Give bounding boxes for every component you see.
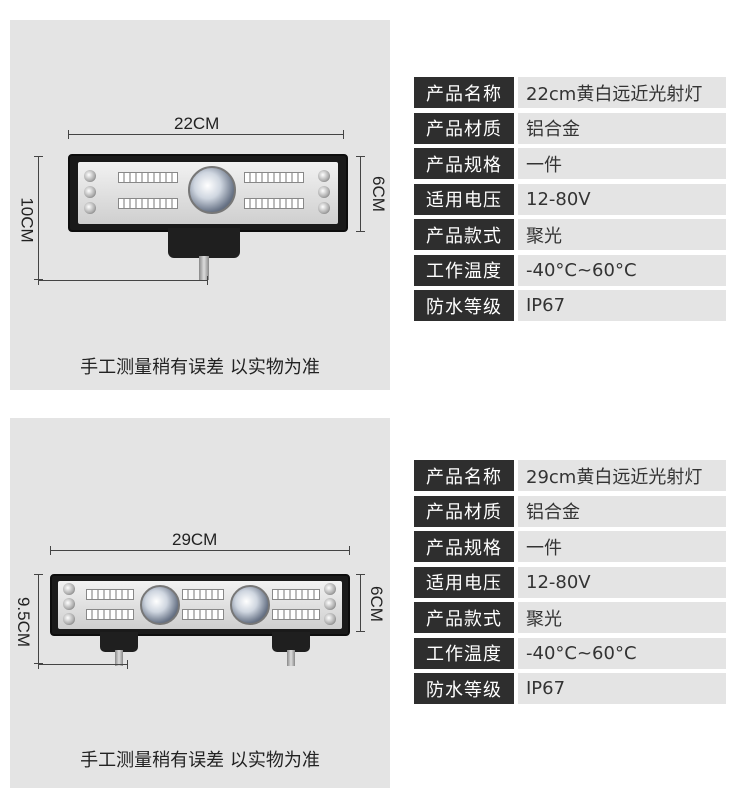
work-light-22cm (68, 154, 348, 232)
height-left-dimension-line (34, 156, 43, 280)
light-face (58, 581, 342, 629)
led-strip (118, 172, 178, 183)
led-strip (182, 589, 224, 600)
spec-value: 铝合金 (518, 495, 726, 527)
mounting-bolt (287, 650, 295, 666)
spec-value: 聚光 (518, 219, 726, 250)
spec-value: 12-80V (518, 183, 726, 215)
led-dot (84, 170, 96, 182)
led-strip (244, 172, 304, 183)
spec-row: 产品规格一件 (414, 148, 726, 179)
led-dot (63, 598, 75, 610)
height-right-dimension-label: 6CM (366, 586, 386, 622)
spec-key: 防水等级 (414, 290, 514, 321)
bottom-dimension-line (38, 276, 208, 285)
projector-lens (188, 166, 236, 214)
bottom-dimension-line (38, 660, 128, 669)
spec-value: 12-80V (518, 566, 726, 598)
led-dot (324, 613, 336, 625)
spec-value: -40°C~60°C (518, 254, 726, 286)
spec-value: 铝合金 (518, 112, 726, 144)
spec-value: 一件 (518, 531, 726, 562)
width-dimension-line (50, 546, 350, 555)
spec-row: 产品款式聚光 (414, 602, 726, 633)
led-strip (244, 198, 304, 209)
led-dot (84, 202, 96, 214)
led-strip (272, 589, 320, 600)
mounting-bracket (100, 632, 138, 652)
height-left-dimension-line (34, 574, 43, 664)
product-image-panel-22cm: 22CM 10CM 6CM 手工测量稍有误差 以实物为准 (10, 20, 390, 390)
led-strip (118, 198, 178, 209)
height-left-dimension-label: 10CM (17, 197, 37, 243)
height-right-dimension-label: 6CM (368, 176, 388, 212)
led-dot (324, 598, 336, 610)
width-dimension-label: 22CM (174, 114, 220, 133)
spec-key: 产品材质 (414, 495, 514, 527)
spec-value: 22cm黄白远近光射灯 (518, 77, 726, 108)
height-right-dimension-line (356, 156, 365, 232)
spec-key: 防水等级 (414, 673, 514, 704)
led-dot (318, 170, 330, 182)
spec-row: 产品材质铝合金 (414, 112, 726, 144)
spec-key: 产品名称 (414, 77, 514, 108)
led-dot (63, 583, 75, 595)
led-dot (318, 186, 330, 198)
led-dot (84, 186, 96, 198)
led-strip (86, 609, 134, 620)
spec-row: 工作温度-40°C~60°C (414, 254, 726, 286)
spec-key: 适用电压 (414, 566, 514, 598)
measurement-note: 手工测量稍有误差 以实物为准 (80, 750, 320, 771)
spec-key: 产品款式 (414, 219, 514, 250)
product-image-panel-29cm: 29CM 9.5CM 6CM 手工测量稍有误差 以实物为准 (10, 418, 390, 788)
spec-value: 一件 (518, 148, 726, 179)
spec-key: 产品规格 (414, 531, 514, 562)
spec-value: -40°C~60°C (518, 637, 726, 669)
width-dimension-line (68, 130, 344, 139)
spec-value: IP67 (518, 290, 726, 321)
light-face (78, 162, 338, 224)
measurement-note: 手工测量稍有误差 以实物为准 (80, 357, 320, 378)
height-left-dimension-label: 9.5CM (14, 596, 34, 648)
spec-row: 工作温度-40°C~60°C (414, 637, 726, 669)
led-strip (272, 609, 320, 620)
led-dot (324, 583, 336, 595)
spec-key: 产品规格 (414, 148, 514, 179)
mounting-bolt (115, 650, 123, 666)
mounting-bracket (272, 632, 310, 652)
spec-key: 产品材质 (414, 112, 514, 144)
spec-key: 产品款式 (414, 602, 514, 633)
spec-value: IP67 (518, 673, 726, 704)
width-dimension-label: 29CM (172, 530, 218, 549)
projector-lens (230, 585, 270, 625)
spec-row: 产品材质铝合金 (414, 495, 726, 527)
led-strip (86, 589, 134, 600)
projector-lens (140, 585, 180, 625)
led-dot (63, 613, 75, 625)
spec-key: 工作温度 (414, 254, 514, 286)
spec-value: 聚光 (518, 602, 726, 633)
spec-key: 适用电压 (414, 183, 514, 215)
spec-row: 产品款式聚光 (414, 219, 726, 250)
spec-key: 产品名称 (414, 460, 514, 491)
spec-row: 产品规格一件 (414, 531, 726, 562)
led-strip (182, 609, 224, 620)
spec-key: 工作温度 (414, 637, 514, 669)
height-right-dimension-line (356, 574, 365, 632)
work-light-29cm (50, 574, 350, 636)
spec-value: 29cm黄白远近光射灯 (518, 460, 726, 491)
led-dot (318, 202, 330, 214)
mounting-bracket (168, 228, 240, 258)
mounting-bolt (199, 256, 209, 280)
